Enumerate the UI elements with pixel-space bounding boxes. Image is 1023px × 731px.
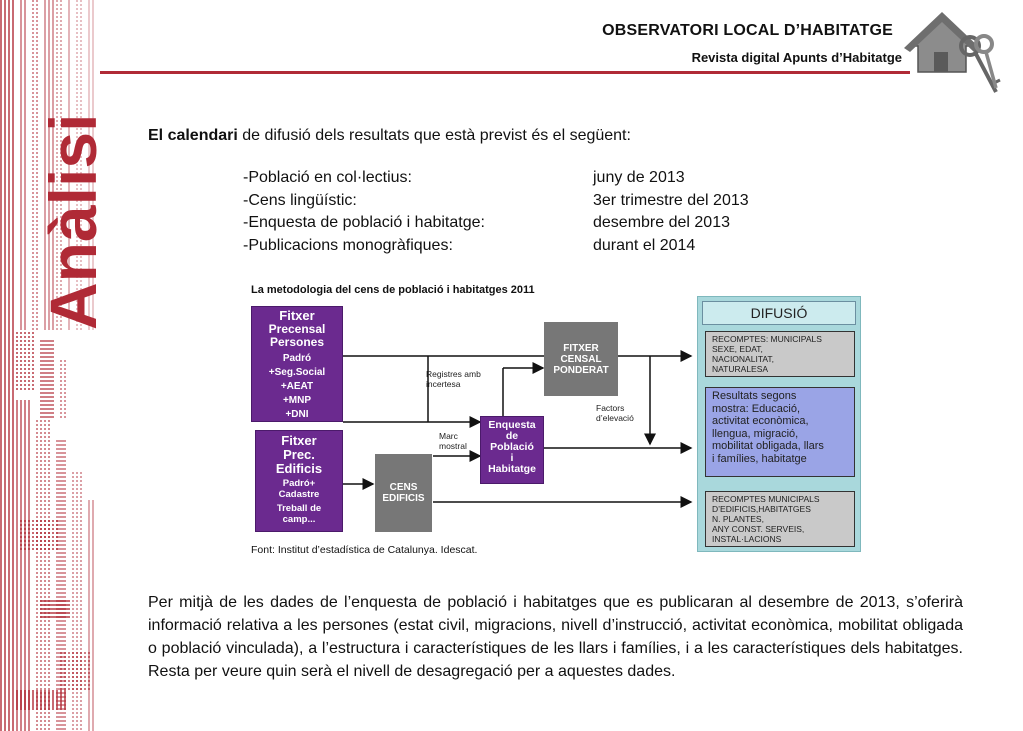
enquesta-box: Enquesta de Població i Habitatge: [480, 416, 544, 484]
fitxer-persones-item: +MNP: [282, 395, 312, 406]
label-factors-line: Factors: [596, 403, 625, 413]
fitxer-persones-title-2: Persones: [269, 335, 325, 349]
difusio-line: llengua, migració,: [712, 427, 799, 440]
label-marc-line: mostral: [439, 440, 467, 451]
header-divider: [100, 71, 910, 74]
fitxer-censal-box: FITXER CENSAL PONDERAT: [544, 322, 618, 396]
fitxer-edificis-item: Cadastre: [278, 489, 320, 500]
cens-edificis-box: CENS EDIFICIS: [375, 454, 432, 532]
fitxer-edificis-title-0: Fitxer: [281, 433, 317, 448]
label-registres-line: Registres amb: [426, 369, 481, 379]
difusio-line: Resultats segons: [712, 390, 797, 402]
enquesta-line: i: [510, 452, 514, 464]
fitxer-censal-line: PONDERAT: [553, 364, 609, 376]
difusio-line: mostra: Educació,: [712, 402, 801, 415]
label-factors-line: d’elevació: [596, 412, 634, 423]
sidebar-decoration: [0, 0, 96, 731]
label-factors: Factors d’elevació: [596, 403, 634, 423]
cens-edificis-line: EDIFICIS: [382, 493, 425, 504]
fitxer-persones-item: +Seg.Social: [268, 367, 326, 378]
fitxer-persones-item: +AEAT: [280, 381, 314, 392]
fitxer-persones-title-0: Fitxer: [279, 308, 315, 323]
difusio-line: RECOMPTES MUNICIPALS: [712, 494, 820, 504]
diagram-arrows: [343, 350, 693, 508]
calendar-date: desembre del 2013: [593, 214, 730, 231]
difusio-title: DIFUSIÓ: [702, 301, 856, 325]
diagram-title: La metodologia del cens de població i ha…: [251, 284, 535, 296]
intro-rest: de difusió dels resultats que està previ…: [237, 127, 631, 144]
vertical-title: Anàlisi: [36, 114, 108, 330]
fitxer-edificis-title-2: Edificis: [275, 461, 323, 476]
difusio-line: NATURALESA: [712, 364, 769, 374]
calendar-item: -Cens lingüístic:: [243, 191, 357, 209]
intro-text: El calendari de difusió dels resultats q…: [148, 127, 631, 145]
fitxer-persones-item: Padró: [282, 353, 312, 364]
calendar-list: -Població en col·lectius: juny de 2013 -C…: [243, 167, 749, 257]
diagram-source: Font: Institut d’estadística de Cataluny…: [251, 544, 478, 556]
label-registres-line: incertesa: [426, 378, 461, 389]
vertical-title-text: Anàlisi: [36, 114, 108, 330]
fitxer-persones-box: Fitxer Precensal Persones Padró +Seg.Soc…: [251, 306, 343, 422]
enquesta-line: Població: [490, 441, 534, 453]
fitxer-persones-item: +DNI: [285, 409, 309, 420]
calendar-item: -Població en col·lectius:: [243, 169, 412, 186]
calendar-item: -Publicacions monogràfiques:: [243, 236, 453, 254]
difusio-box-recomptes: RECOMPTES: MUNICIPALS SEXE, EDAT, NACION…: [705, 331, 855, 377]
fitxer-edificis-box: Fitxer Prec. Edificis Padró+ Cadastre Tr…: [255, 430, 343, 532]
calendar-item: -Enquesta de població i habitatge:: [243, 214, 485, 231]
calendar-row: -Enquesta de població i habitatge: desemb…: [243, 212, 749, 235]
difusio-line: INSTAL·LACIONS: [712, 534, 782, 544]
difusio-line: ANY CONST. SERVEIS,: [712, 524, 805, 534]
calendar-row: -Població en col·lectius: juny de 2013: [243, 167, 749, 190]
fitxer-edificis-item: Treball de: [276, 503, 322, 514]
cens-edificis-line: CENS: [389, 482, 418, 493]
header-subtitle: Revista digital Apunts d’Habitatge: [691, 50, 902, 65]
house-keys-icon: [904, 12, 1001, 93]
enquesta-line: Enquesta: [488, 419, 536, 431]
difusio-line: N. PLANTES,: [712, 514, 764, 524]
enquesta-line: Habitatge: [488, 463, 536, 475]
difusio-line: D’EDIFICIS,HABITATGES: [712, 504, 811, 514]
calendar-row: -Publicacions monogràfiques: durant el 20…: [243, 235, 749, 258]
difusio-box-edificis: RECOMPTES MUNICIPALS D’EDIFICIS,HABITATG…: [705, 491, 855, 547]
header-title: OBSERVATORI LOCAL D’HABITATGE: [602, 22, 893, 39]
difusio-line: RECOMPTES: MUNICIPALS: [712, 334, 822, 344]
body-paragraph: Per mitjà de les dades de l’enquesta de …: [148, 594, 963, 680]
difusio-panel: DIFUSIÓ RECOMPTES: MUNICIPALS SEXE, EDAT…: [697, 296, 861, 552]
calendar-date: 3er trimestre del 2013: [593, 191, 749, 209]
calendar-date: juny de 2013: [593, 169, 685, 186]
label-registres: Registres amb incertesa: [426, 369, 481, 389]
fitxer-edificis-item: camp...: [282, 514, 316, 525]
fitxer-edificis-title-1: Prec.: [283, 447, 315, 462]
fitxer-edificis-item: Padró+: [282, 478, 316, 489]
difusio-line: NACIONALITAT,: [712, 354, 775, 364]
difusio-line: SEXE, EDAT,: [712, 344, 763, 354]
methodology-diagram: La metodologia del cens de població i ha…: [243, 276, 863, 566]
fitxer-censal-line: FITXER: [563, 342, 599, 354]
label-marc-line: Marc: [439, 431, 458, 441]
difusio-line: i famílies, habitatge: [712, 452, 807, 465]
fitxer-censal-line: CENSAL: [560, 353, 602, 365]
fitxer-persones-title-1: Precensal: [268, 322, 326, 336]
calendar-date: durant el 2014: [593, 236, 696, 254]
difusio-line: mobilitat obligada, llars: [712, 440, 824, 452]
difusio-box-resultats: Resultats segons mostra: Educació, activ…: [705, 387, 855, 477]
difusio-line: activitat econòmica,: [712, 415, 809, 427]
calendar-row: -Cens lingüístic: 3er trimestre del 2013: [243, 190, 749, 213]
intro-bold: El calendari: [148, 127, 238, 144]
enquesta-line: de: [505, 430, 519, 442]
label-marc: Marc mostral: [439, 431, 467, 451]
